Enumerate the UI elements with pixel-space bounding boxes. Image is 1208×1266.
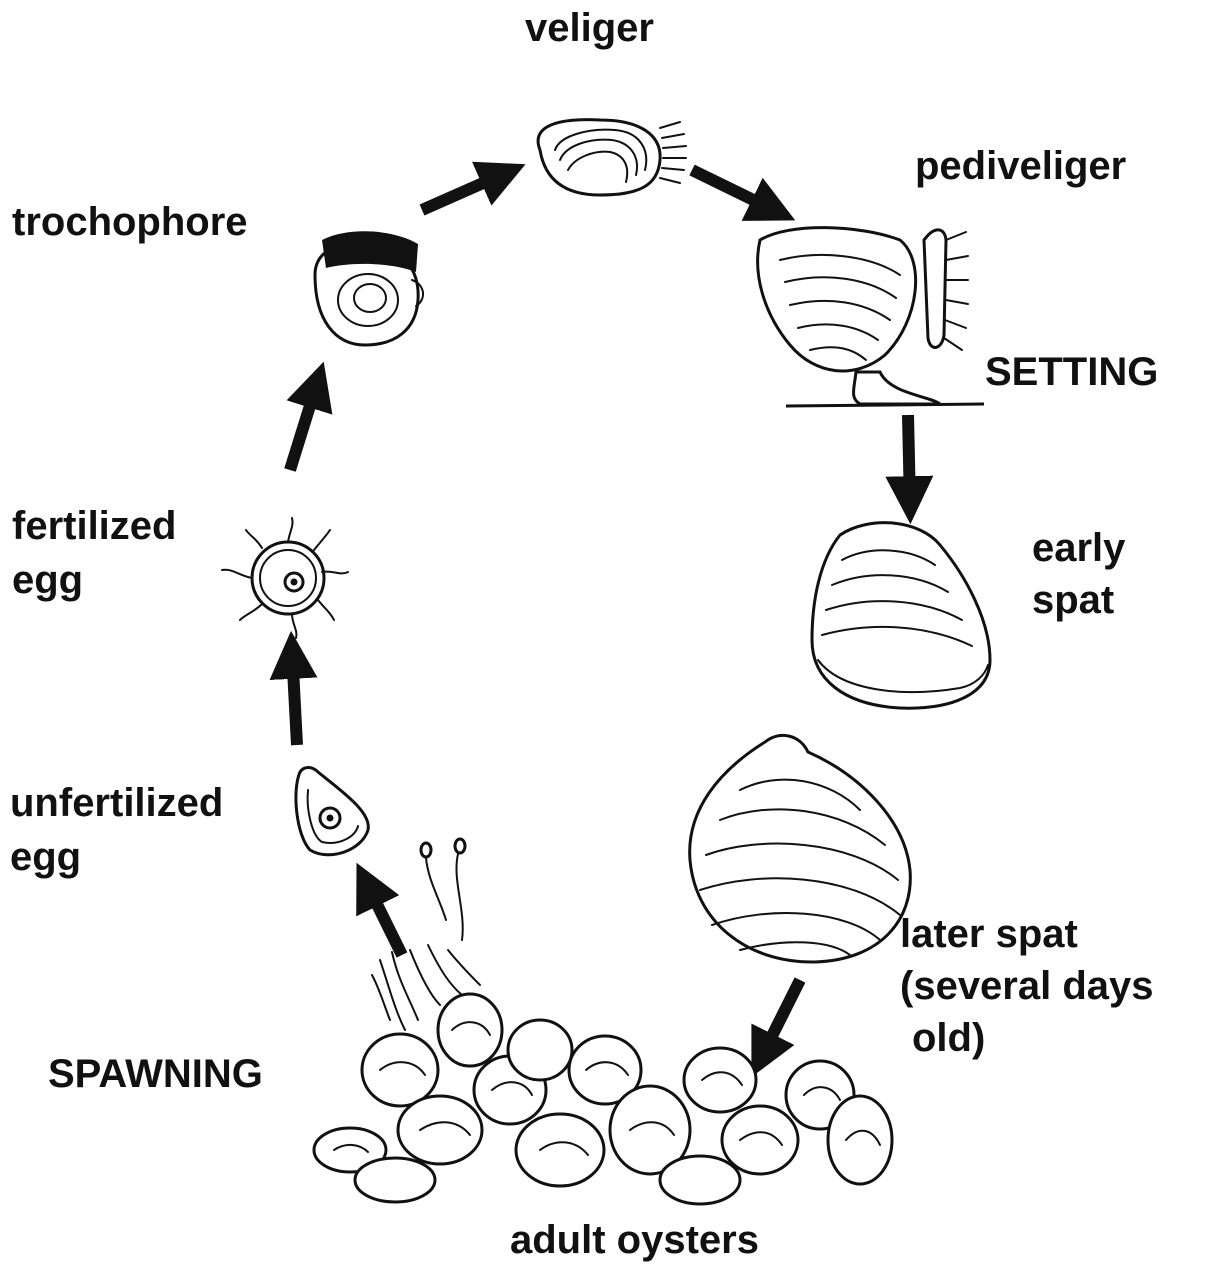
label-adult-oysters: adult oysters xyxy=(510,1214,759,1266)
label-pediveliger: pediveliger xyxy=(915,140,1126,192)
unfertilized-egg xyxy=(296,768,368,855)
label-later-spat-line1: later spat xyxy=(900,908,1078,960)
label-early-spat-line1: early xyxy=(1032,522,1125,574)
veliger-larva xyxy=(538,120,686,195)
label-unfertilized-egg-line2: egg xyxy=(10,831,81,883)
arrow-trochophore-to-veliger xyxy=(422,172,508,210)
label-early-spat-line2: spat xyxy=(1032,574,1114,626)
label-fertilized-egg-line1: fertilized xyxy=(12,500,176,552)
trochophore-larva xyxy=(315,231,423,345)
label-later-spat-line2: (several days xyxy=(900,960,1154,1012)
arrow-fertilized-egg-to-trochophore xyxy=(290,380,318,470)
arrow-setting-to-early-spat xyxy=(908,415,910,505)
label-veliger: veliger xyxy=(525,2,654,54)
arrow-veliger-to-pediveliger xyxy=(692,170,778,212)
later-spat xyxy=(690,735,911,962)
label-later-spat-line3: old) xyxy=(912,1012,985,1064)
label-setting: SETTING xyxy=(985,346,1158,398)
label-unfertilized-egg-line1: unfertilized xyxy=(10,777,223,829)
fertilized-egg xyxy=(222,518,348,638)
arrow-unfertilized-to-fertilized-egg xyxy=(292,650,297,745)
label-fertilized-egg-line2: egg xyxy=(12,554,83,606)
early-spat xyxy=(812,523,990,709)
label-trochophore: trochophore xyxy=(12,196,248,248)
arrow-later-spat-to-adult-oysters xyxy=(760,980,800,1060)
label-spawning: SPAWNING xyxy=(48,1048,263,1100)
pediveliger-larva xyxy=(758,228,984,406)
setting-substrate-line xyxy=(786,404,984,406)
arrow-spawning-to-unfertilized-egg xyxy=(365,880,402,955)
sperm-cells xyxy=(421,839,465,940)
adult-oysters-cluster xyxy=(314,994,892,1204)
